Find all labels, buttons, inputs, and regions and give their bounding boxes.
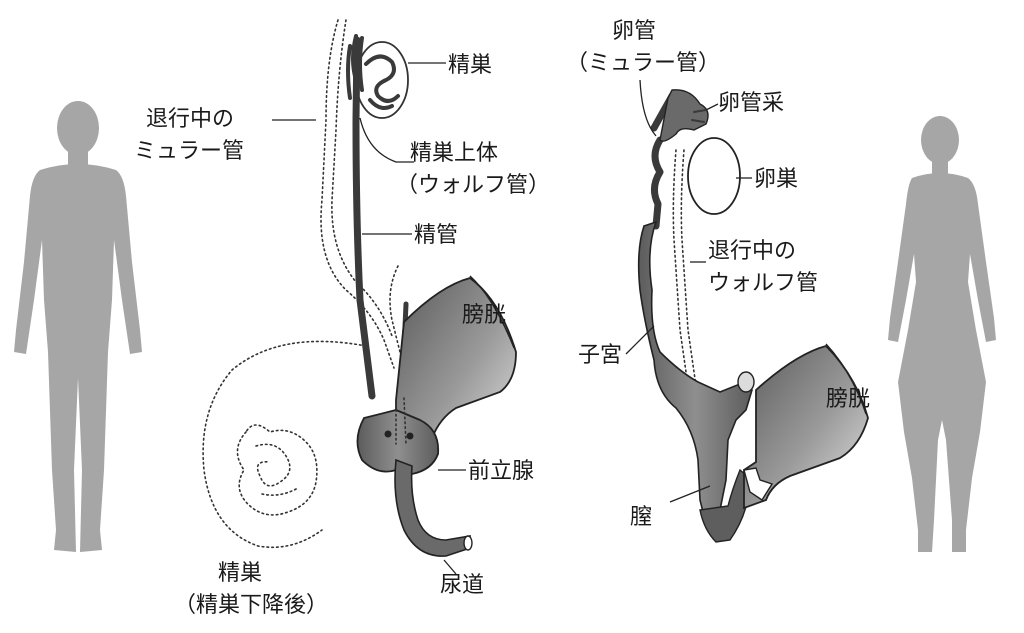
label-regressing-wolffian-line1: 退行中の — [708, 239, 796, 264]
uterus — [637, 220, 753, 518]
label-bladder-male: 膀胱 — [462, 303, 506, 328]
label-regressing-mullerian-line2: ミュラー管 — [134, 139, 244, 164]
label-fimbria: 卵管采 — [718, 91, 784, 116]
label-oviduct-line2: （ミュラー管） — [566, 51, 720, 76]
female-bladder — [743, 344, 869, 510]
vas-deferens — [352, 36, 376, 400]
male-diagram — [202, 19, 517, 575]
ovary — [687, 137, 741, 215]
regressing-mullerian-duct — [320, 19, 395, 369]
male-bladder — [395, 277, 517, 464]
male-silhouette-icon — [14, 101, 142, 552]
label-testis: 精巣 — [448, 53, 492, 78]
label-urethra: 尿道 — [440, 573, 484, 598]
label-bladder-female: 膀胱 — [826, 387, 870, 412]
descended-testis-outline — [202, 340, 367, 549]
label-testis-descended-line1: 精巣 — [218, 561, 262, 586]
label-vas-deferens: 精管 — [414, 223, 458, 248]
female-silhouette-icon — [888, 116, 996, 552]
label-testis-descended-line2: （精巣下降後） — [174, 593, 328, 618]
label-epididymis-line2: （ウォルフ管） — [396, 173, 550, 198]
fimbria — [659, 89, 709, 142]
label-uterus: 子宮 — [578, 343, 622, 368]
vagina — [699, 468, 753, 543]
urethra — [394, 458, 471, 557]
label-regressing-mullerian-line1: 退行中の — [146, 107, 234, 132]
female-diagram — [625, 79, 869, 543]
label-oviduct-line1: 卵管 — [612, 19, 656, 44]
label-epididymis-line1: 精巣上体 — [410, 141, 498, 166]
label-regressing-wolffian-line2: ウォルフ管 — [708, 271, 818, 296]
label-ovary: 卵巣 — [754, 167, 798, 192]
label-vagina: 膣 — [630, 505, 652, 530]
label-prostate: 前立腺 — [468, 459, 534, 484]
